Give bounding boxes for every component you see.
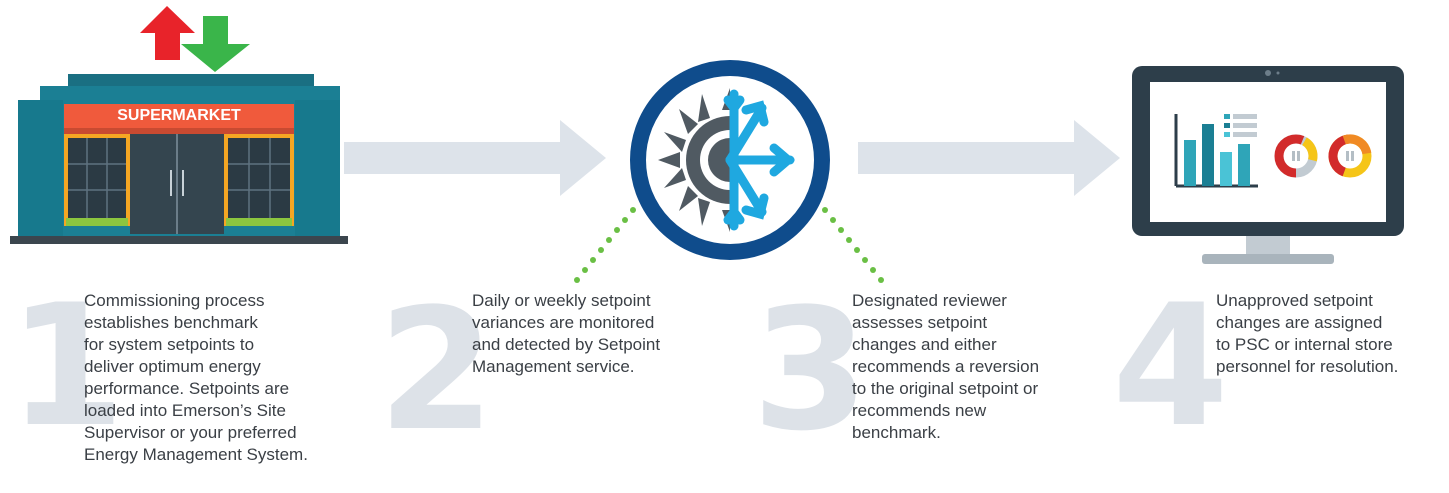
flow-arrow (858, 120, 1120, 196)
sun-snowflake-badge (574, 60, 884, 283)
donut-chart-icon (1328, 134, 1372, 178)
step-number: 4 (1112, 268, 1229, 464)
store-sign: SUPERMARKET (117, 107, 241, 124)
monitor-dashboard-icon (1132, 66, 1404, 264)
step-description: Unapproved setpoint changes are assigned… (1216, 291, 1399, 376)
supermarket-icon (10, 74, 348, 244)
up-arrow-icon (140, 6, 195, 60)
step-number: 3 (752, 272, 869, 468)
step-description: Designated reviewer assesses setpoint ch… (852, 291, 1040, 442)
donut-chart-icon (1274, 134, 1318, 178)
down-arrow-icon (181, 16, 250, 72)
flow-arrow (344, 120, 606, 196)
step-description: Commissioning process establishes benchm… (84, 291, 308, 464)
bar-chart-icon (1174, 114, 1258, 188)
dotted-connector (574, 207, 884, 283)
sun-snowflake-icon (630, 60, 830, 260)
step-description: Daily or weekly setpoint variances are m… (472, 291, 661, 376)
step-number: 2 (378, 272, 495, 468)
supermarket-illustration (10, 6, 348, 244)
step-number: 1 (8, 268, 125, 464)
